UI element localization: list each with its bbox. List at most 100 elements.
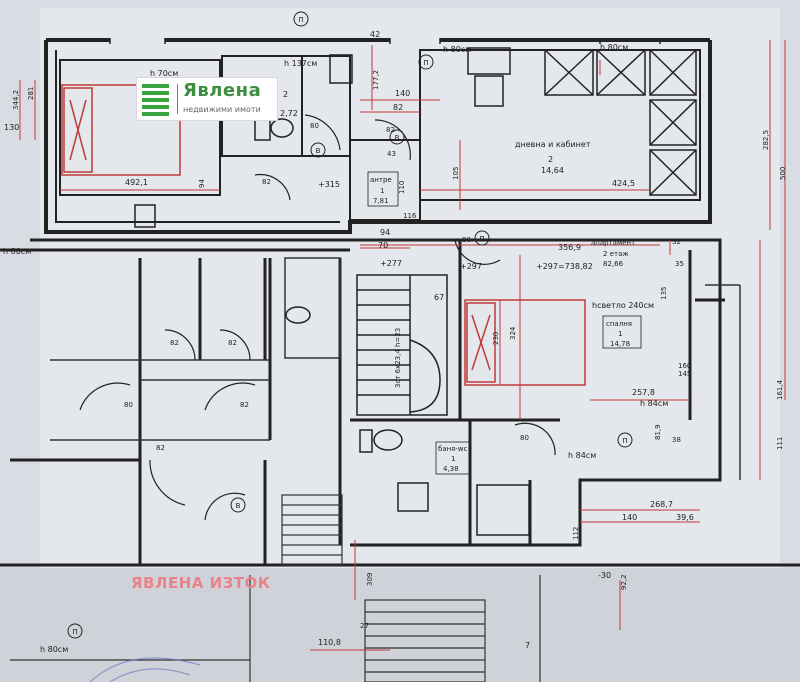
dim: 94 (198, 179, 206, 188)
dim: 38 (672, 436, 681, 444)
room-number: 1 (618, 330, 622, 338)
bed-icon (464, 299, 586, 386)
height-label: hсветло 240см (592, 301, 654, 310)
level-mark: +315 (318, 180, 340, 189)
dim: 111 (776, 437, 784, 450)
door-width: 82 (240, 401, 249, 409)
dim: 356,9 (558, 243, 581, 252)
room-number: 2 (548, 155, 553, 164)
dim: 268,7 (650, 500, 673, 509)
room-name: дневна и кабинет (515, 140, 591, 149)
dim: 140 (395, 89, 410, 98)
dim: 309 (366, 573, 374, 586)
height-label: h 70см (150, 69, 178, 78)
room-name: спалня (606, 320, 632, 328)
circle-mark: П (72, 628, 77, 636)
height-label: h 84см (640, 399, 668, 408)
door-width: 82 (262, 178, 271, 186)
circle-mark: П (423, 59, 428, 67)
dim: 27 (360, 622, 369, 630)
dim: 500 (779, 167, 787, 180)
room-number: 1 (451, 455, 455, 463)
height-label: h 137см (284, 59, 317, 68)
dim: 281 (27, 87, 35, 100)
circle-mark: В (316, 147, 321, 155)
bed-icon (61, 84, 181, 176)
room-area: 2,72 (280, 109, 298, 118)
dim: 32 (672, 238, 681, 246)
dim: 282,5 (762, 130, 770, 150)
height-label: h 80см (40, 645, 68, 654)
room-name: антре (370, 176, 392, 184)
dim: 67 (434, 293, 444, 302)
dimension-lines (19, 40, 786, 651)
logo-stripes-icon (142, 84, 169, 116)
dim: 140 (622, 513, 637, 522)
room-number: 1 (380, 187, 384, 195)
room-area: 7,81 (373, 197, 389, 205)
dim: 130 (4, 123, 19, 132)
door-width: 80 (310, 122, 319, 130)
room-number: 2 (283, 90, 288, 99)
dim: 42 (370, 30, 380, 39)
height-label: h 80см (3, 247, 31, 256)
room-area: 82,66 (603, 260, 624, 268)
dim: 230 (492, 332, 500, 345)
circle-mark: П (479, 235, 484, 243)
door-width: 82 (170, 339, 179, 347)
brand-tagline: недвижими имоти (183, 105, 261, 114)
height-label: h 80см (600, 43, 628, 52)
dim: 110 (398, 181, 406, 194)
dim: 161,4 (776, 379, 784, 400)
door-width: 82 (156, 444, 165, 452)
dim: 70 (378, 241, 388, 250)
watermark-text: ЯВЛЕНА ИЗТОК (131, 574, 271, 592)
dim: 324 (509, 326, 517, 340)
level-mark: +277 (380, 259, 402, 268)
sofa-icon (544, 49, 697, 196)
dim: 116 (403, 212, 417, 220)
circle-mark: В (395, 134, 400, 142)
level-mark: +297 (460, 262, 482, 271)
dim: 344,2 (12, 90, 20, 110)
dim: 424,5 (612, 179, 635, 188)
height-label: h 84см (568, 451, 596, 460)
door-width: 80 (462, 236, 471, 244)
room-area: 14,78 (610, 340, 630, 348)
door-width: 80 (124, 401, 133, 409)
dim: 81,9 (654, 424, 662, 440)
dim: 160 (678, 362, 691, 370)
dim: 82 (393, 103, 403, 112)
dim: 257,8 (632, 388, 655, 397)
level-mark: -30 (598, 571, 611, 580)
level-mark: +297=738,82 (536, 262, 593, 271)
stair-label: 3ст 6х23,4 h=23 (394, 328, 402, 388)
door-width: 82 (386, 126, 395, 134)
room-area: 14,64 (541, 166, 564, 175)
dim: 112 (572, 527, 580, 540)
logo-divider (177, 84, 178, 114)
dim: 110,8 (318, 638, 341, 647)
dim: 43 (387, 150, 396, 158)
room-area: 4,38 (443, 465, 459, 473)
dim: 35 (675, 260, 684, 268)
room-name: баня-wc (438, 445, 468, 453)
desk-icon (467, 47, 511, 107)
circle-mark: П (622, 437, 627, 445)
dim: 7 (525, 641, 530, 650)
door-width: 82 (228, 339, 237, 347)
height-label: h 80см (443, 45, 471, 54)
outer-walls (44, 38, 712, 234)
dim: 94 (380, 228, 390, 237)
dim: 105 (452, 167, 460, 180)
brand-logo: Явлена недвижими имоти (136, 77, 278, 121)
room-number: 2 етаж (603, 250, 629, 258)
dim: 492,1 (125, 178, 148, 187)
sink-icon (329, 54, 530, 536)
dim: 135 (660, 287, 668, 300)
circle-mark: В (236, 502, 241, 510)
room-name: апартамент (591, 239, 635, 247)
door-width: 80 (520, 434, 529, 442)
dim: 145 (678, 370, 691, 378)
